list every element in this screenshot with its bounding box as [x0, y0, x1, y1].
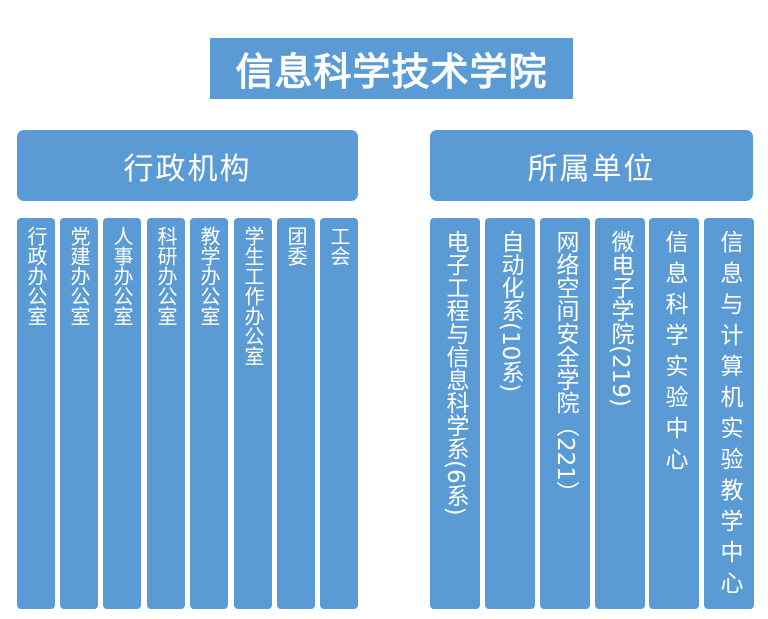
- page-title: 信息科学技术学院: [210, 38, 573, 99]
- admin-header: 行政机构: [17, 130, 358, 201]
- admin-item: 党建办公室: [60, 218, 98, 609]
- admin-item: 学生工作办公室: [234, 218, 272, 609]
- unit-item-label: 信息与计算机实验教学中心: [716, 230, 742, 602]
- unit-item-label: 微电子学院(219): [607, 230, 633, 407]
- admin-item: 教学办公室: [190, 218, 228, 609]
- admin-item-label: 科研办公室: [154, 226, 178, 326]
- unit-item-label: 电子工程与信息科学系(6系): [442, 230, 468, 516]
- admin-item: 工会: [320, 218, 358, 609]
- unit-item-label: 网络空间安全学院（221）: [552, 230, 578, 504]
- unit-item: 电子工程与信息科学系(6系): [430, 218, 480, 609]
- admin-item: 团委: [277, 218, 315, 609]
- admin-item-label: 工会: [327, 226, 351, 266]
- unit-item: 信息科学实验中心: [649, 218, 699, 609]
- units-header: 所属单位: [430, 130, 753, 201]
- unit-item: 网络空间安全学院（221）: [540, 218, 590, 609]
- admin-item: 行政办公室: [17, 218, 55, 609]
- admin-item-label: 学生工作办公室: [241, 226, 265, 366]
- admin-item-label: 行政办公室: [24, 226, 48, 326]
- admin-item: 科研办公室: [147, 218, 185, 609]
- admin-item: 人事办公室: [103, 218, 141, 609]
- unit-item: 微电子学院(219): [595, 218, 645, 609]
- unit-item-label: 信息科学实验中心: [661, 230, 687, 478]
- admin-item-label: 党建办公室: [67, 226, 91, 326]
- admin-item-label: 团委: [284, 226, 308, 266]
- unit-item-label: 自动化系(10系): [497, 230, 523, 393]
- admin-item-label: 人事办公室: [110, 226, 134, 326]
- unit-item: 信息与计算机实验教学中心: [704, 218, 754, 609]
- admin-item-label: 教学办公室: [197, 226, 221, 326]
- unit-item: 自动化系(10系): [485, 218, 535, 609]
